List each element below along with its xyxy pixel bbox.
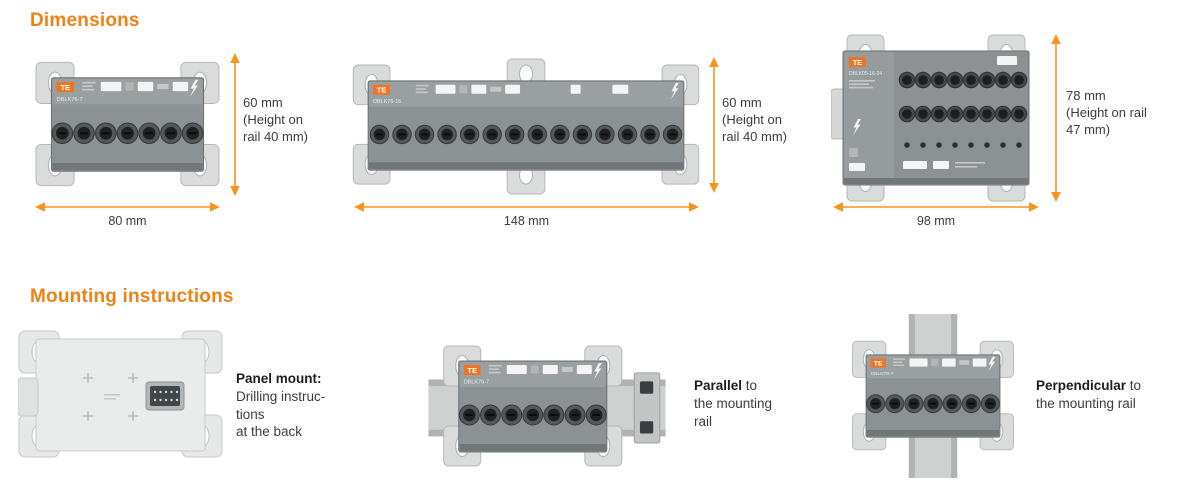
panel-mount-caption-rest: Drilling instruc- tions at the back (236, 388, 326, 440)
width-arrow-1 (35, 202, 220, 212)
block-7pole-illustration (36, 62, 219, 185)
parallel-mount-caption-rest: to the mounting rail (694, 378, 773, 429)
width-arrow-3 (833, 202, 1039, 212)
height-arrow-2 (709, 57, 719, 193)
height-arrow-3 (1051, 34, 1061, 202)
width-label-2: 148 mm (503, 214, 550, 228)
width-label-1: 80 mm (108, 214, 147, 228)
perpendicular-mount-caption-lead: Perpendicular (1036, 378, 1127, 393)
parallel-mount-figure (428, 333, 666, 480)
dimensions-heading: Dimensions (30, 10, 140, 31)
height-arrow-1 (230, 53, 240, 196)
block-7pole-on-rail (444, 346, 622, 466)
width-arrow-2 (354, 202, 699, 212)
parallel-mount-caption: Parallel to the mounting rail (694, 377, 809, 430)
panel-mount-caption-lead: Panel mount: (236, 371, 322, 386)
perpendicular-mount-caption: Perpendicular to the mounting rail (1036, 377, 1196, 413)
panel-mount-caption: Panel mount: Drilling instruc- tions at … (236, 370, 366, 441)
height-label-3: 78 mm (Height on rail 47 mm) (1066, 88, 1147, 137)
perpendicular-mount-figure (838, 314, 1028, 478)
rail-end-stops (633, 372, 661, 444)
block-16pole-illustration (353, 59, 699, 194)
block-7pole-across-rail (852, 341, 1013, 450)
dimension-figure-7pole (35, 50, 220, 199)
perpendicular-mount-caption-rest: to the mounting rail (1036, 378, 1142, 411)
panel-mount-figure (18, 318, 223, 473)
height-label-1: 60 mm (Height on rail 40 mm) (243, 95, 309, 144)
block-back-illustration (18, 331, 222, 457)
height-label-2: 60 mm (Height on rail 40 mm) (722, 95, 788, 144)
mounting-heading: Mounting instructions (30, 286, 234, 307)
width-label-3: 98 mm (916, 214, 956, 228)
block-24pole-illustration (831, 35, 1029, 201)
dimension-figure-24pole (831, 33, 1041, 203)
parallel-mount-caption-lead: Parallel (694, 378, 743, 393)
dimension-figure-16pole (352, 57, 700, 196)
